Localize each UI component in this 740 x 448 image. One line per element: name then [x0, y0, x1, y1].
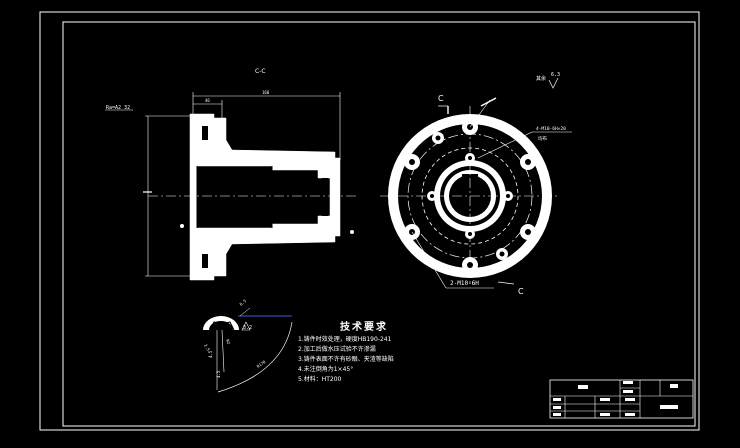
section-view: C-C Ra=A2 32 46 168	[105, 68, 358, 281]
surface-note: 其余	[536, 75, 546, 82]
detail-view: 8.5 3.2 2.5 R2 4.5 R170 4.5	[203, 298, 293, 393]
inner-border	[62, 21, 696, 427]
section-mark-top: C	[438, 94, 444, 103]
tech-requirement-1: 1.铸件时效处理，硬度HB190-241	[298, 336, 392, 343]
bolt-holes	[404, 119, 536, 273]
section-label: C-C	[255, 68, 266, 75]
roughness-value: 6.3	[551, 72, 560, 78]
outer-border	[39, 11, 700, 431]
dim-top-length: 168	[262, 90, 270, 95]
front-view: 其余 6.3 C C	[380, 72, 572, 296]
tech-requirement-4: 4.未注倒角为1×45°	[298, 366, 354, 373]
technical-requirements: 技术要求 1.铸件时效处理，硬度HB190-241 2.加工后做水压试验不许渗漏…	[298, 318, 468, 388]
hole-note-line1: 4-M10-6H×20	[536, 126, 566, 132]
scale-note: Ra=A2 32	[106, 105, 130, 111]
detail-dim-e: R170	[256, 359, 267, 369]
thread-note: 2-M10-6H	[450, 280, 479, 287]
tech-requirement-5: 5.材料：HT200	[298, 376, 342, 383]
hole-note-line2: 均布	[538, 135, 547, 142]
detail-dim-b: 3.2	[243, 325, 252, 331]
hub-section-body	[189, 113, 341, 281]
detail-dim-a: 8.5	[238, 298, 247, 307]
tech-requirement-3: 3.铸件表面不许有砂眼、夹渣等缺陷	[298, 356, 394, 363]
detail-dim-f: 4.5	[208, 350, 213, 358]
detail-arc	[217, 321, 293, 393]
detail-dim-extra: 4.5	[216, 370, 221, 378]
tech-requirements-title: 技术要求	[340, 322, 388, 333]
tech-requirement-2: 2.加工后做水压试验不许渗漏	[298, 346, 376, 353]
detail-dim-d: R2	[225, 339, 232, 346]
section-mark-bottom: C	[518, 287, 524, 296]
title-block	[549, 379, 694, 419]
dim-top-small: 46	[205, 98, 210, 103]
detail-dim-c: 2.5	[203, 343, 211, 352]
